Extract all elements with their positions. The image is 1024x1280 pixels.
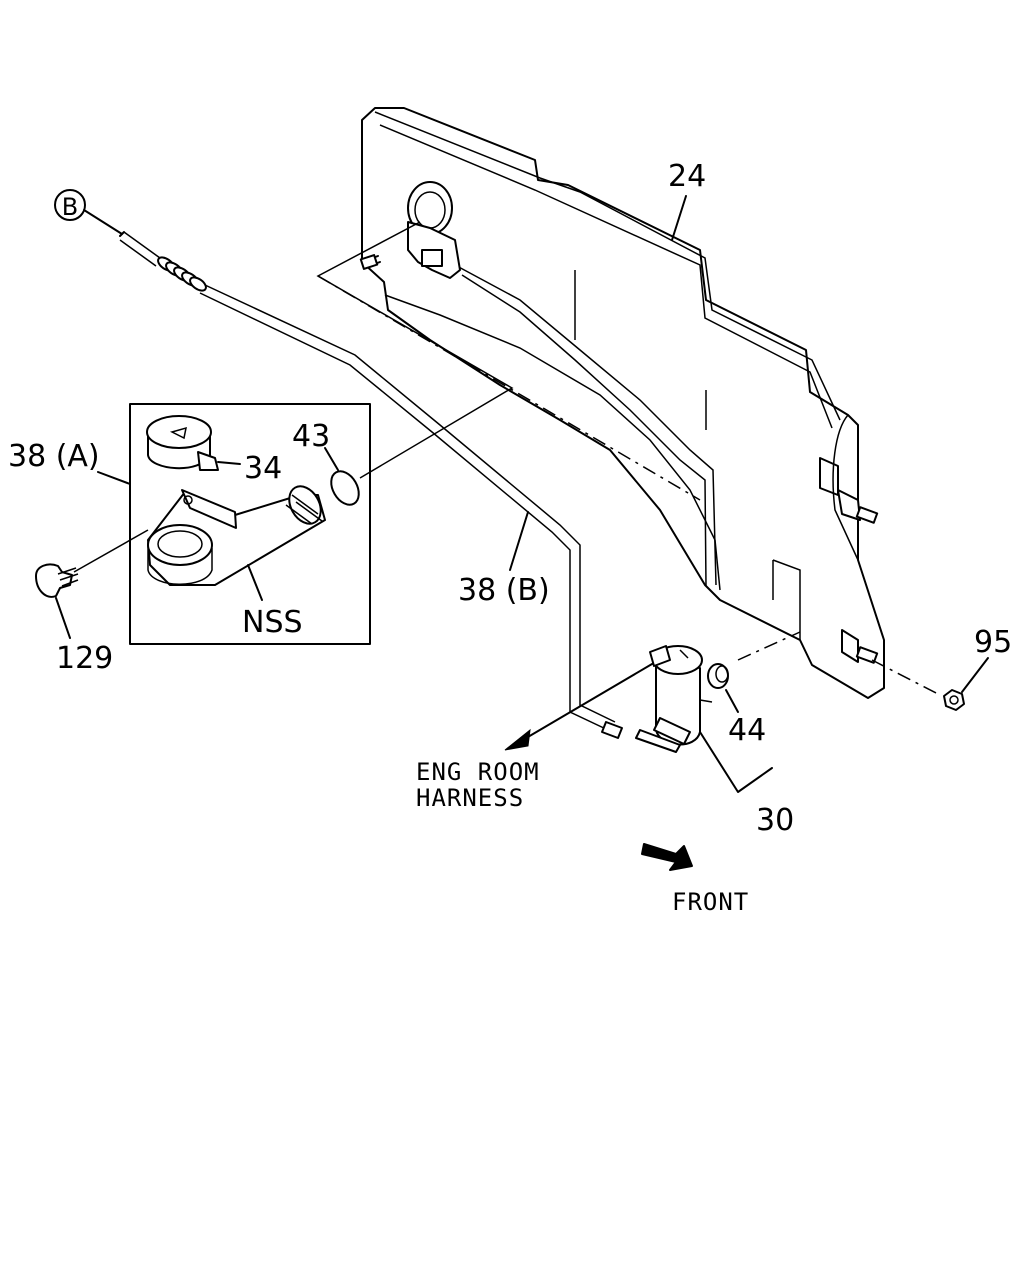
label-tank: 24 <box>668 159 706 194</box>
nut <box>943 689 965 711</box>
tank-dash-line <box>317 275 701 501</box>
label-harness-line2: HARNESS <box>416 784 524 812</box>
leader-44 <box>725 689 739 713</box>
label-filler-assy: 38 (A) <box>8 439 100 474</box>
front-arrow-icon <box>641 843 693 871</box>
label-clip: 129 <box>56 641 113 676</box>
leader-30 <box>699 731 773 793</box>
leader-24 <box>671 195 687 241</box>
harness-arrow-icon <box>504 728 531 751</box>
leader-34 <box>217 461 241 465</box>
washer-pump <box>635 645 713 753</box>
leader-43 <box>324 447 339 471</box>
label-front: FRONT <box>672 888 749 916</box>
label-hose: 38 (B) <box>458 573 550 608</box>
clip-centerline <box>73 529 149 573</box>
leader-95 <box>961 657 989 693</box>
oring <box>330 470 360 506</box>
clip <box>35 563 79 598</box>
label-motor: 30 <box>756 803 794 838</box>
label-grommet: 44 <box>728 713 766 748</box>
label-nss: NSS <box>242 605 303 640</box>
filler-cap <box>146 415 219 471</box>
label-cap: 34 <box>244 451 282 486</box>
leader-38a <box>97 471 131 485</box>
filler-centerline <box>316 221 514 479</box>
label-nut: 95 <box>974 625 1012 660</box>
label-oring: 43 <box>292 419 330 454</box>
label-harness-line1: ENG ROOM <box>416 758 540 786</box>
harness-leader <box>515 663 653 745</box>
leader-ref-b <box>83 209 123 235</box>
ref-b-text: B <box>62 193 78 221</box>
leader-nss <box>247 564 263 601</box>
nut-centerline <box>871 659 941 696</box>
hose-connector-ribs <box>157 256 207 292</box>
pump-centerline <box>737 631 801 661</box>
filler-neck <box>147 485 326 586</box>
washer-hose <box>119 231 623 739</box>
circled-b-icon: B <box>54 189 86 221</box>
grommet <box>707 663 729 689</box>
washer-tank <box>359 107 885 699</box>
leader-38b <box>509 511 529 571</box>
leader-129 <box>55 597 71 639</box>
